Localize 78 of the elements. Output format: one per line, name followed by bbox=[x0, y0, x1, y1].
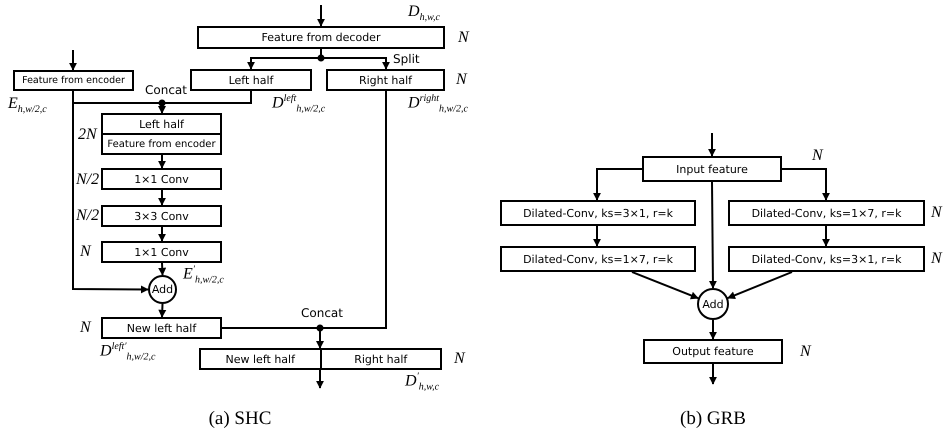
channel-label: N bbox=[931, 205, 942, 221]
subfigure-caption: (a) SHC bbox=[208, 408, 272, 430]
node-text: Feature from decoder bbox=[262, 31, 380, 44]
edge-label: Concat bbox=[145, 83, 187, 97]
arrow bbox=[709, 364, 717, 385]
process-box bbox=[197, 26, 445, 49]
process-box bbox=[500, 200, 696, 226]
node-text: Add bbox=[152, 283, 174, 296]
node-text: Dilated-Conv, ks=1×7, r=k bbox=[752, 206, 902, 220]
process-box bbox=[326, 69, 445, 91]
arrow bbox=[632, 271, 699, 300]
process-box bbox=[728, 246, 925, 272]
arrow bbox=[316, 370, 324, 389]
channel-label: N/2 bbox=[76, 208, 100, 224]
node-text: Output feature bbox=[672, 345, 754, 358]
process-box bbox=[101, 168, 222, 190]
node-text: Feature from encoder bbox=[22, 75, 125, 86]
channel-label: 2N bbox=[78, 127, 97, 143]
arrow bbox=[158, 227, 166, 242]
node-text: 1×1 Conv bbox=[134, 246, 189, 258]
process-box bbox=[101, 113, 222, 155]
process-box bbox=[199, 348, 442, 370]
node-text: Feature from encoder bbox=[103, 133, 220, 153]
process-box bbox=[728, 200, 925, 226]
node-text: 3×3 Conv bbox=[134, 210, 189, 222]
arrow bbox=[158, 190, 166, 206]
process-box bbox=[101, 317, 222, 339]
process-box bbox=[13, 70, 134, 91]
process-box bbox=[190, 69, 312, 91]
node-text: Left half bbox=[228, 74, 274, 86]
channel-label: N bbox=[80, 244, 91, 260]
arrow bbox=[727, 271, 792, 300]
arrow bbox=[708, 182, 717, 289]
node-text: Right half bbox=[320, 350, 440, 368]
process-box bbox=[500, 246, 696, 272]
channel-label: N bbox=[80, 320, 91, 336]
add-circle bbox=[148, 275, 177, 304]
tensor-label: E$_{h,w/2,c}$ bbox=[8, 96, 47, 116]
node-text: Dilated-Conv, ks=3×1, r=k bbox=[523, 206, 673, 220]
arrow bbox=[69, 50, 77, 71]
node-text: Dilated-Conv, ks=1×7, r=k bbox=[523, 252, 673, 266]
tensor-label: D$_{h,w,c}$ bbox=[408, 4, 440, 24]
node-text: Left half bbox=[138, 116, 186, 132]
node-text: New left half bbox=[224, 352, 296, 368]
node-text: Input feature bbox=[676, 162, 748, 176]
arrow bbox=[593, 226, 601, 247]
node-text: Add bbox=[702, 298, 724, 310]
node-text: Right half bbox=[358, 74, 412, 86]
arrow bbox=[72, 91, 149, 294]
process-box bbox=[643, 339, 783, 364]
edge-label: Concat bbox=[301, 306, 343, 320]
process-box bbox=[101, 205, 222, 227]
process-box bbox=[101, 241, 222, 263]
arrow bbox=[822, 226, 830, 247]
arrow bbox=[158, 155, 166, 169]
channel-label: N bbox=[454, 351, 465, 367]
channel-label: N bbox=[458, 30, 469, 46]
subfigure-caption: (b) GRB bbox=[680, 408, 746, 430]
channel-label: N bbox=[800, 344, 811, 360]
add-circle bbox=[697, 288, 729, 320]
arrow bbox=[317, 5, 325, 27]
channel-label: N bbox=[456, 72, 467, 88]
arrow bbox=[782, 168, 830, 201]
edge-label: Split bbox=[393, 52, 420, 66]
arrow bbox=[158, 262, 166, 276]
node-text: New left half bbox=[126, 322, 196, 334]
arrow bbox=[158, 91, 252, 114]
arrow bbox=[593, 168, 642, 201]
arrow bbox=[158, 304, 166, 318]
channel-label: N bbox=[812, 148, 823, 164]
arrow bbox=[709, 320, 717, 340]
arrow bbox=[708, 133, 716, 157]
channel-label: N bbox=[931, 251, 942, 267]
node-text: 1×1 Conv bbox=[134, 172, 189, 186]
node-text: Dilated-Conv, ks=3×1, r=k bbox=[752, 252, 902, 266]
arrow bbox=[316, 91, 387, 349]
process-box bbox=[642, 156, 782, 182]
channel-label: N/2 bbox=[76, 172, 100, 188]
